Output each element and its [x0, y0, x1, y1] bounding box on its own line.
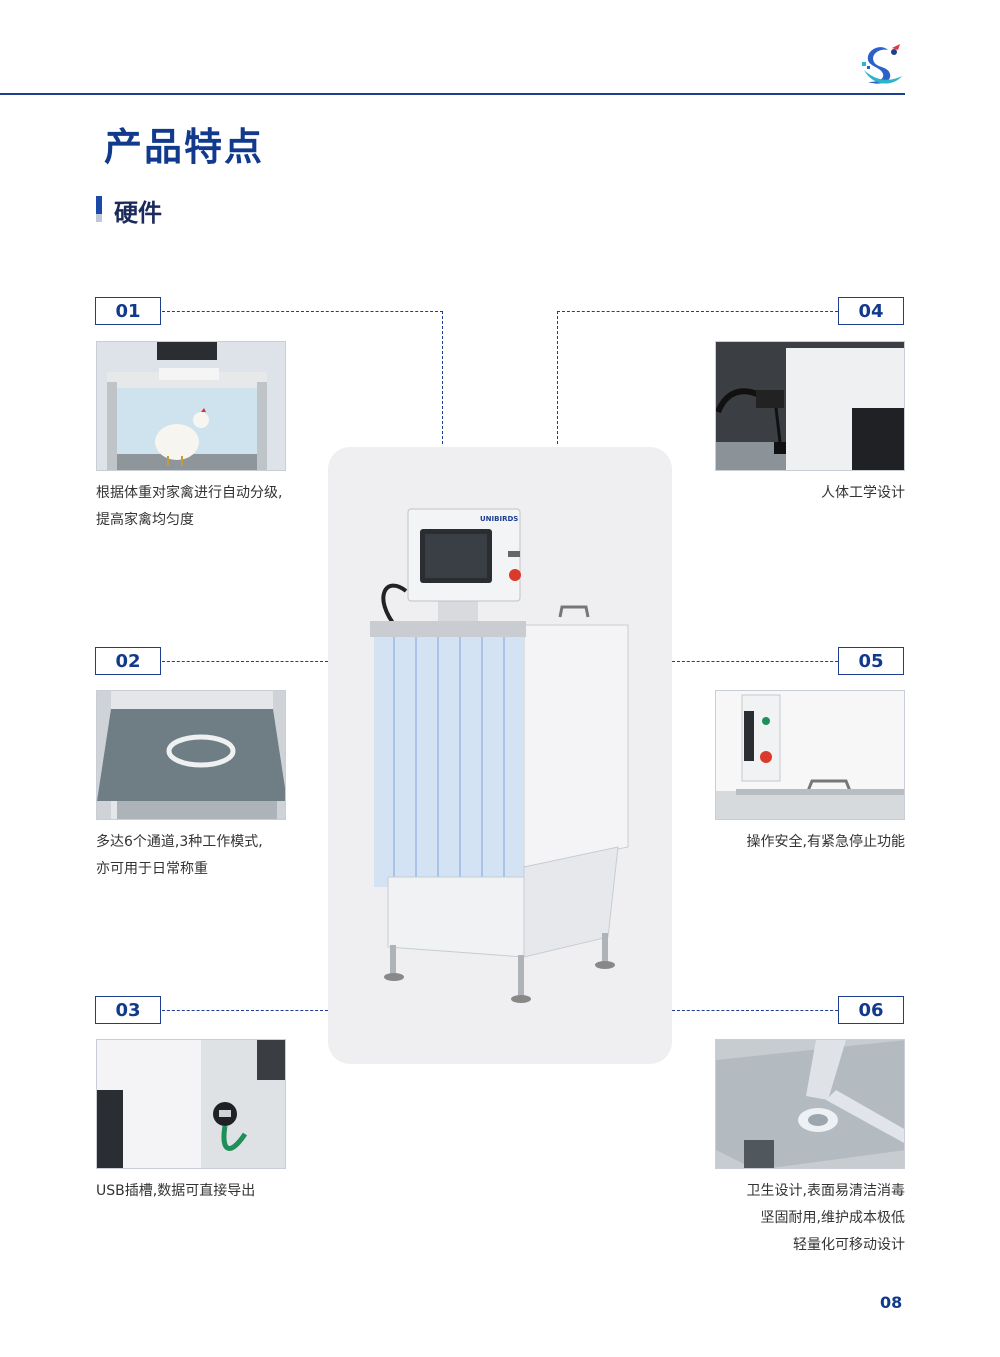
connector-line	[672, 661, 838, 662]
caption-line: 卫生设计,表面易清洁消毒	[746, 1183, 905, 1199]
feature-photo-05	[715, 690, 905, 820]
caption-line: 多达6个通道,3种工作模式,	[96, 834, 263, 850]
feature-photo-06	[715, 1039, 905, 1169]
poultry-grader-machine-image: UNIBIRDS	[370, 508, 629, 1003]
feature-number-03: 03	[95, 996, 161, 1024]
caption-line: USB插槽,数据可直接导出	[96, 1183, 256, 1199]
feature-caption-06: 卫生设计,表面易清洁消毒 坚固耐用,维护成本极低 轻量化可移动设计	[715, 1178, 905, 1259]
feature-caption-05: 操作安全,有紧急停止功能	[715, 829, 905, 856]
section-marker-accent	[96, 214, 102, 222]
section-marker	[96, 196, 102, 220]
caption-line: 亦可用于日常称重	[96, 861, 208, 877]
feature-number-02: 02	[95, 647, 161, 675]
connector-line	[162, 1010, 328, 1011]
feature-number-01: 01	[95, 297, 161, 325]
feature-photo-01	[96, 341, 286, 471]
feature-number-05: 05	[838, 647, 904, 675]
header-rule	[0, 93, 905, 95]
section-title: 硬件	[114, 199, 162, 227]
feature-caption-03: USB插槽,数据可直接导出	[96, 1178, 255, 1205]
connector-line	[442, 311, 443, 444]
connector-line	[162, 311, 443, 312]
feature-caption-04: 人体工学设计	[715, 480, 905, 507]
caption-line: 操作安全,有紧急停止功能	[746, 834, 905, 850]
connector-line	[557, 311, 838, 312]
caption-line: 根据体重对家禽进行自动分级,	[96, 485, 283, 501]
feature-number-06: 06	[838, 996, 904, 1024]
page-number: 08	[880, 1293, 903, 1312]
caption-line: 轻量化可移动设计	[793, 1237, 905, 1253]
feature-number-04: 04	[838, 297, 904, 325]
caption-line: 坚固耐用,维护成本极低	[760, 1210, 905, 1226]
feature-photo-04	[715, 341, 905, 471]
caption-line: 人体工学设计	[821, 485, 905, 501]
connector-line	[557, 311, 558, 444]
caption-line: 提高家禽均匀度	[96, 512, 194, 528]
product-image-panel: UNIBIRDS	[328, 447, 672, 1064]
feature-caption-01: 根据体重对家禽进行自动分级, 提高家禽均匀度	[96, 480, 282, 534]
brand-label: UNIBIRDS	[480, 515, 518, 523]
feature-caption-02: 多达6个通道,3种工作模式, 亦可用于日常称重	[96, 829, 263, 883]
page-title: 产品特点	[104, 124, 265, 169]
connector-line	[672, 1010, 838, 1011]
feature-photo-02	[96, 690, 286, 820]
feature-photo-03	[96, 1039, 286, 1169]
bird-swoosh-logo-icon	[862, 44, 902, 84]
connector-line	[162, 661, 328, 662]
